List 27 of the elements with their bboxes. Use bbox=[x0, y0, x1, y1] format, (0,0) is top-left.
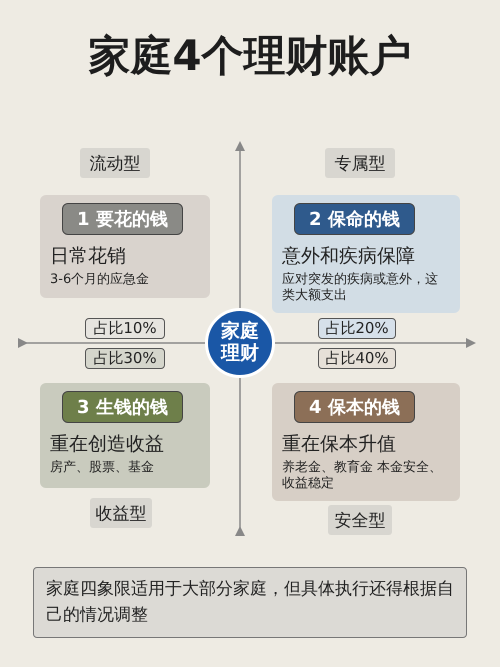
card-heading: 1 要花的钱 bbox=[62, 203, 183, 235]
card-subtitle: 意外和疾病保障 bbox=[282, 244, 416, 269]
title: 家庭4个理财账户 bbox=[87, 30, 413, 82]
card-heading: 4 保本的钱 bbox=[294, 391, 415, 423]
type-callout: 专属型 bbox=[325, 148, 395, 178]
quadrant-card bbox=[40, 195, 210, 298]
center-circle: 家庭理财 bbox=[205, 308, 275, 378]
ratio-tag: 占比10% bbox=[85, 318, 165, 339]
card-heading: 3 生钱的钱 bbox=[62, 391, 183, 423]
quadrant-card bbox=[272, 195, 460, 312]
type-callout: 安全型 bbox=[328, 505, 392, 535]
card-heading: 2 保命的钱 bbox=[294, 203, 415, 235]
card-description: 应对突发的疾病或意外，这类大额支出 bbox=[282, 272, 439, 304]
card-subtitle: 重在保本升值 bbox=[282, 432, 397, 457]
quadrant-card bbox=[272, 383, 460, 500]
ratio-tag: 占比40% bbox=[318, 348, 396, 369]
card-subtitle: 重在创造收益 bbox=[50, 432, 165, 457]
card-description: 养老金、教育金 本金安全、收益稳定 bbox=[282, 460, 444, 492]
type-callout: 流动型 bbox=[80, 148, 150, 178]
ratio-tag: 占比30% bbox=[85, 348, 165, 369]
card-description: 房产、股票、基金 bbox=[50, 460, 155, 476]
card-subtitle: 日常花销 bbox=[50, 244, 127, 269]
card-description: 3-6个月的应急金 bbox=[50, 272, 150, 288]
type-callout: 收益型 bbox=[90, 498, 152, 528]
quadrant-card bbox=[40, 383, 210, 488]
note-box: 家庭四象限适用于大部分家庭，但具体执行还得根据自己的情况调整 bbox=[33, 567, 467, 638]
ratio-tag: 占比20% bbox=[318, 318, 396, 339]
